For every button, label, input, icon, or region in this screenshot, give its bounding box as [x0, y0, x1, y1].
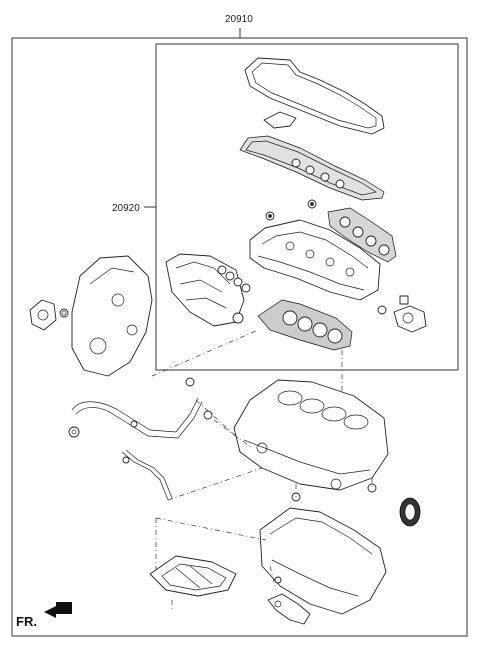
throttle-body-gasket — [232, 312, 244, 324]
intake-manifold-gasket — [217, 265, 251, 293]
cylinder-head — [249, 219, 381, 301]
oil-level-gauge-tube — [121, 449, 173, 501]
front-cover-gaskets — [29, 299, 69, 331]
leader-lines — [151, 329, 373, 610]
outer-kit-frame — [11, 28, 468, 637]
timing-chain-cover — [71, 255, 153, 377]
rear-crankshaft-oil-seal — [399, 497, 421, 527]
label-20910: 20910 — [225, 14, 253, 25]
arrow-left-icon — [44, 602, 72, 618]
cylinder-head-gasket — [257, 299, 353, 351]
spark-plug-tube-seal — [263, 111, 297, 129]
intake-manifold — [165, 253, 245, 327]
inner-kit-frame — [144, 43, 459, 371]
oil-strainer — [267, 576, 311, 625]
front-direction-label: FR. — [16, 614, 37, 629]
head-bolt-seals — [265, 199, 317, 221]
cam-cover-gasket — [239, 135, 385, 201]
valve-cover-gasket — [244, 57, 385, 135]
exhaust-manifold-gasket — [327, 207, 397, 263]
cylinder-block — [233, 379, 389, 491]
label-20920: 20920 — [112, 203, 140, 214]
oil-pan-lower — [149, 555, 237, 597]
coolant-pipe — [68, 397, 203, 439]
water-outlet-fitting — [377, 295, 427, 333]
